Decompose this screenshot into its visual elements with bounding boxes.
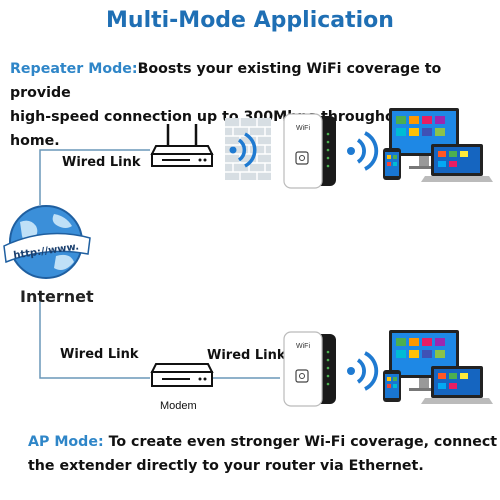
wired-link-label-bottom-right: Wired Link [207, 348, 286, 363]
wifi-signal-icon [229, 132, 257, 168]
repeater-line-1: Boosts your existing WiFi coverage to pr… [10, 61, 442, 101]
page-title: Multi-Mode Application [106, 8, 394, 33]
devices-icon [383, 330, 493, 404]
device-brand: WiFi [296, 125, 310, 132]
ap-description: AP Mode: To create even stronger Wi-Fi c… [28, 430, 498, 478]
ap-mode-label: AP Mode: [28, 434, 104, 450]
wired-link-label-top: Wired Link [62, 155, 141, 170]
wifi-extender-icon: WiFi [283, 113, 336, 189]
wifi-signal-icon [347, 131, 379, 171]
repeater-description: Repeater Mode:Boosts your existing WiFi … [10, 57, 495, 153]
modem-label: Modem [160, 400, 197, 412]
repeater-line-2: high-speed connection up to 300Mbps thro… [10, 109, 453, 149]
wifi-signal-icon [347, 351, 379, 391]
internet-label: Internet [20, 287, 94, 306]
devices-icon [383, 108, 493, 182]
modem-icon [150, 363, 214, 387]
globe-icon: http://www. [3, 205, 91, 279]
wifi-extender-icon: WiFi [283, 331, 336, 407]
wired-link-label-bottom-left: Wired Link [60, 347, 139, 362]
device-brand: WiFi [296, 343, 310, 350]
ap-line-1: To create even stronger Wi-Fi coverage, … [103, 434, 498, 450]
repeater-mode-label: Repeater Mode: [10, 61, 138, 77]
wall-icon [225, 118, 271, 180]
router-icon [150, 124, 214, 167]
ap-line-2: the extender directly to your router via… [28, 458, 424, 474]
